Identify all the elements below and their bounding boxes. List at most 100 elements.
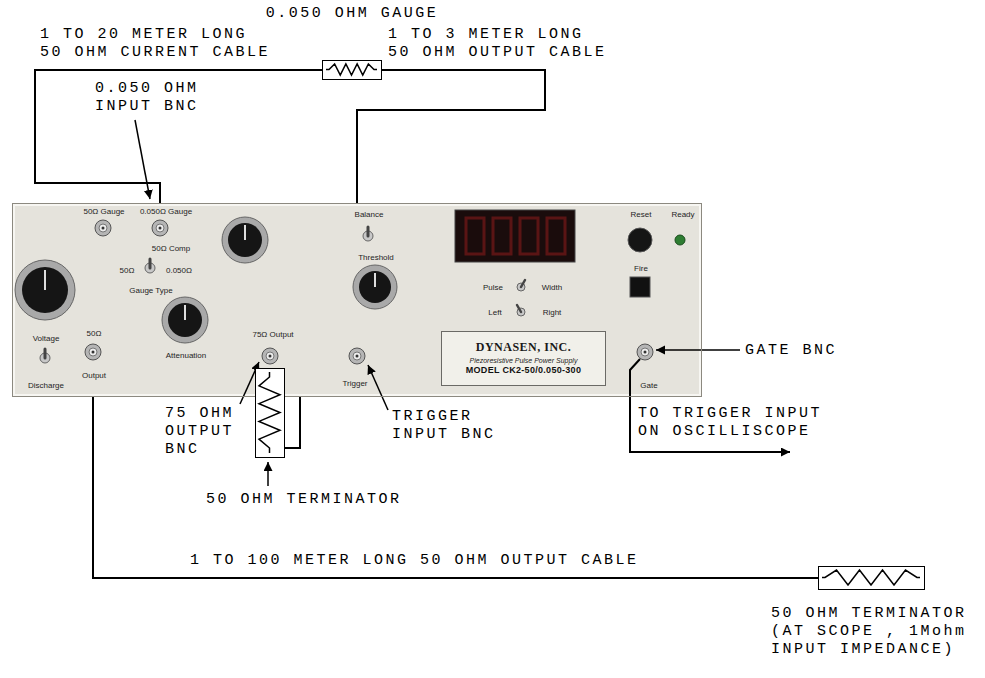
knob-cap (359, 271, 391, 303)
leader-line (267, 462, 269, 486)
panel-bevel (14, 205, 700, 395)
cable-label: 1 TO 20 METER LONG 50 OHM CURRENT CABLE (40, 26, 276, 62)
panel-label: Pulse (483, 283, 503, 293)
bnc-shell (152, 220, 168, 236)
panel-label: Gauge Type (129, 286, 172, 296)
display-digit (493, 218, 511, 254)
scope-terminator: 50 OHM TERMINATOR (AT SCOPE , 1Mohm INPU… (818, 566, 925, 590)
panel-label: 50Ω (120, 266, 135, 276)
resistor-zigzag (822, 570, 920, 585)
panel-label: Discharge (28, 381, 64, 391)
bnc-pin (269, 355, 272, 358)
toggle-lever (367, 227, 370, 236)
bnc-insulator (156, 224, 164, 232)
resistor-symbol (819, 567, 923, 588)
nameplate-text: DYNASEN, INC. (476, 340, 572, 356)
reset-knob (628, 228, 652, 252)
bnc-insulator (353, 352, 361, 360)
bnc-shell (637, 344, 653, 360)
component-label: 50 OHM TERMINATOR (206, 491, 402, 509)
leader-line (135, 120, 150, 199)
knob (222, 217, 268, 263)
bnc-connector (152, 220, 168, 236)
toggle-switch (363, 227, 373, 241)
panel-label: Threshold (358, 253, 394, 263)
panel-label: Attenuation (166, 351, 206, 361)
bnc-connector (85, 344, 101, 360)
resistor-symbol (323, 61, 380, 78)
resistor-zigzag (326, 64, 377, 75)
bnc-insulator (99, 224, 107, 232)
bnc-connector (95, 220, 111, 236)
knob-pointer (244, 225, 246, 240)
toggle-switch (517, 305, 525, 316)
gauge-resistor: 0.050 OHM GAUGE (322, 60, 382, 80)
bnc-shell (85, 344, 101, 360)
panel-label: 50Ω (87, 329, 102, 339)
panel-label: Right (543, 308, 562, 318)
callout-label: 75 OHM OUTPUT BNC (165, 405, 245, 459)
leader-line (368, 365, 388, 410)
terminator-resistor: 50 OHM TERMINATOR (255, 368, 285, 458)
display-digit (547, 218, 565, 254)
ready-led (675, 235, 685, 245)
toggle-lever (149, 259, 152, 268)
toggle-lever (44, 349, 47, 358)
bnc-connector (349, 348, 365, 364)
callout-label: TO TRIGGER INPUT ON OSCILLISCOPE (638, 405, 833, 441)
knob (15, 260, 75, 320)
knob (162, 297, 208, 343)
panel-label: Width (542, 283, 562, 293)
panel-label: 50Ω Gauge (83, 207, 124, 217)
panel-face (12, 203, 702, 397)
toggle-lever (521, 280, 525, 287)
panel-label: 50Ω Comp (152, 244, 190, 254)
callout-label: 0.050 OHM INPUT BNC (95, 80, 205, 116)
bnc-insulator (266, 352, 274, 360)
coax-cable (35, 70, 322, 203)
panel-label: Gate (640, 381, 657, 391)
knob-cap (628, 228, 652, 252)
knob (353, 265, 397, 309)
bnc-insulator (89, 348, 97, 356)
bnc-insulator (641, 348, 649, 356)
panel-label: Voltage (33, 334, 60, 344)
bnc-shell (349, 348, 365, 364)
bnc-shell (262, 348, 278, 364)
knob-skirt (353, 265, 397, 309)
resistor-symbol (256, 369, 283, 456)
callout-label: TRIGGER INPUT BNC (392, 408, 502, 444)
knob-pointer (184, 305, 186, 320)
knob-skirt (15, 260, 75, 320)
bnc-pin (356, 355, 359, 358)
knob-cap (228, 223, 262, 257)
bnc-pin (644, 351, 647, 354)
display-digit (466, 218, 484, 254)
toggle-switch (40, 349, 50, 363)
resistor-zigzag (259, 372, 280, 453)
component-label: 50 OHM TERMINATOR (AT SCOPE , 1Mohm INPU… (771, 605, 976, 659)
panel-label: Ready (671, 210, 694, 220)
fire-button (630, 277, 650, 297)
nameplate-text: Piezoresistive Pulse Power Supply (470, 356, 578, 365)
display-window (455, 210, 575, 262)
bnc-connector (262, 348, 278, 364)
panel-label: Left (488, 308, 501, 318)
toggle-switch (517, 280, 525, 291)
cable-label: 1 TO 100 METER LONG 50 OHM OUTPUT CABLE (190, 552, 639, 570)
bnc-shell (95, 220, 111, 236)
knob-skirt (222, 217, 268, 263)
panel-label: Output (82, 371, 106, 381)
bnc-pin (92, 351, 95, 354)
digital-display (455, 210, 575, 262)
toggle-switch (145, 259, 155, 273)
panel-label: Fire (634, 264, 648, 274)
display-digit (520, 218, 538, 254)
panel-label: Balance (355, 210, 384, 220)
nameplate-text: MODEL CK2-50/0.050-300 (466, 365, 581, 377)
knob-cap (168, 303, 202, 337)
panel-label: 75Ω Output (252, 330, 293, 340)
front-panel: 50Ω Gauge0.050Ω Gauge50Ω Comp50Ω0.050ΩGa… (12, 203, 702, 397)
bnc-connector (637, 344, 653, 360)
panel-label: Reset (631, 210, 652, 220)
